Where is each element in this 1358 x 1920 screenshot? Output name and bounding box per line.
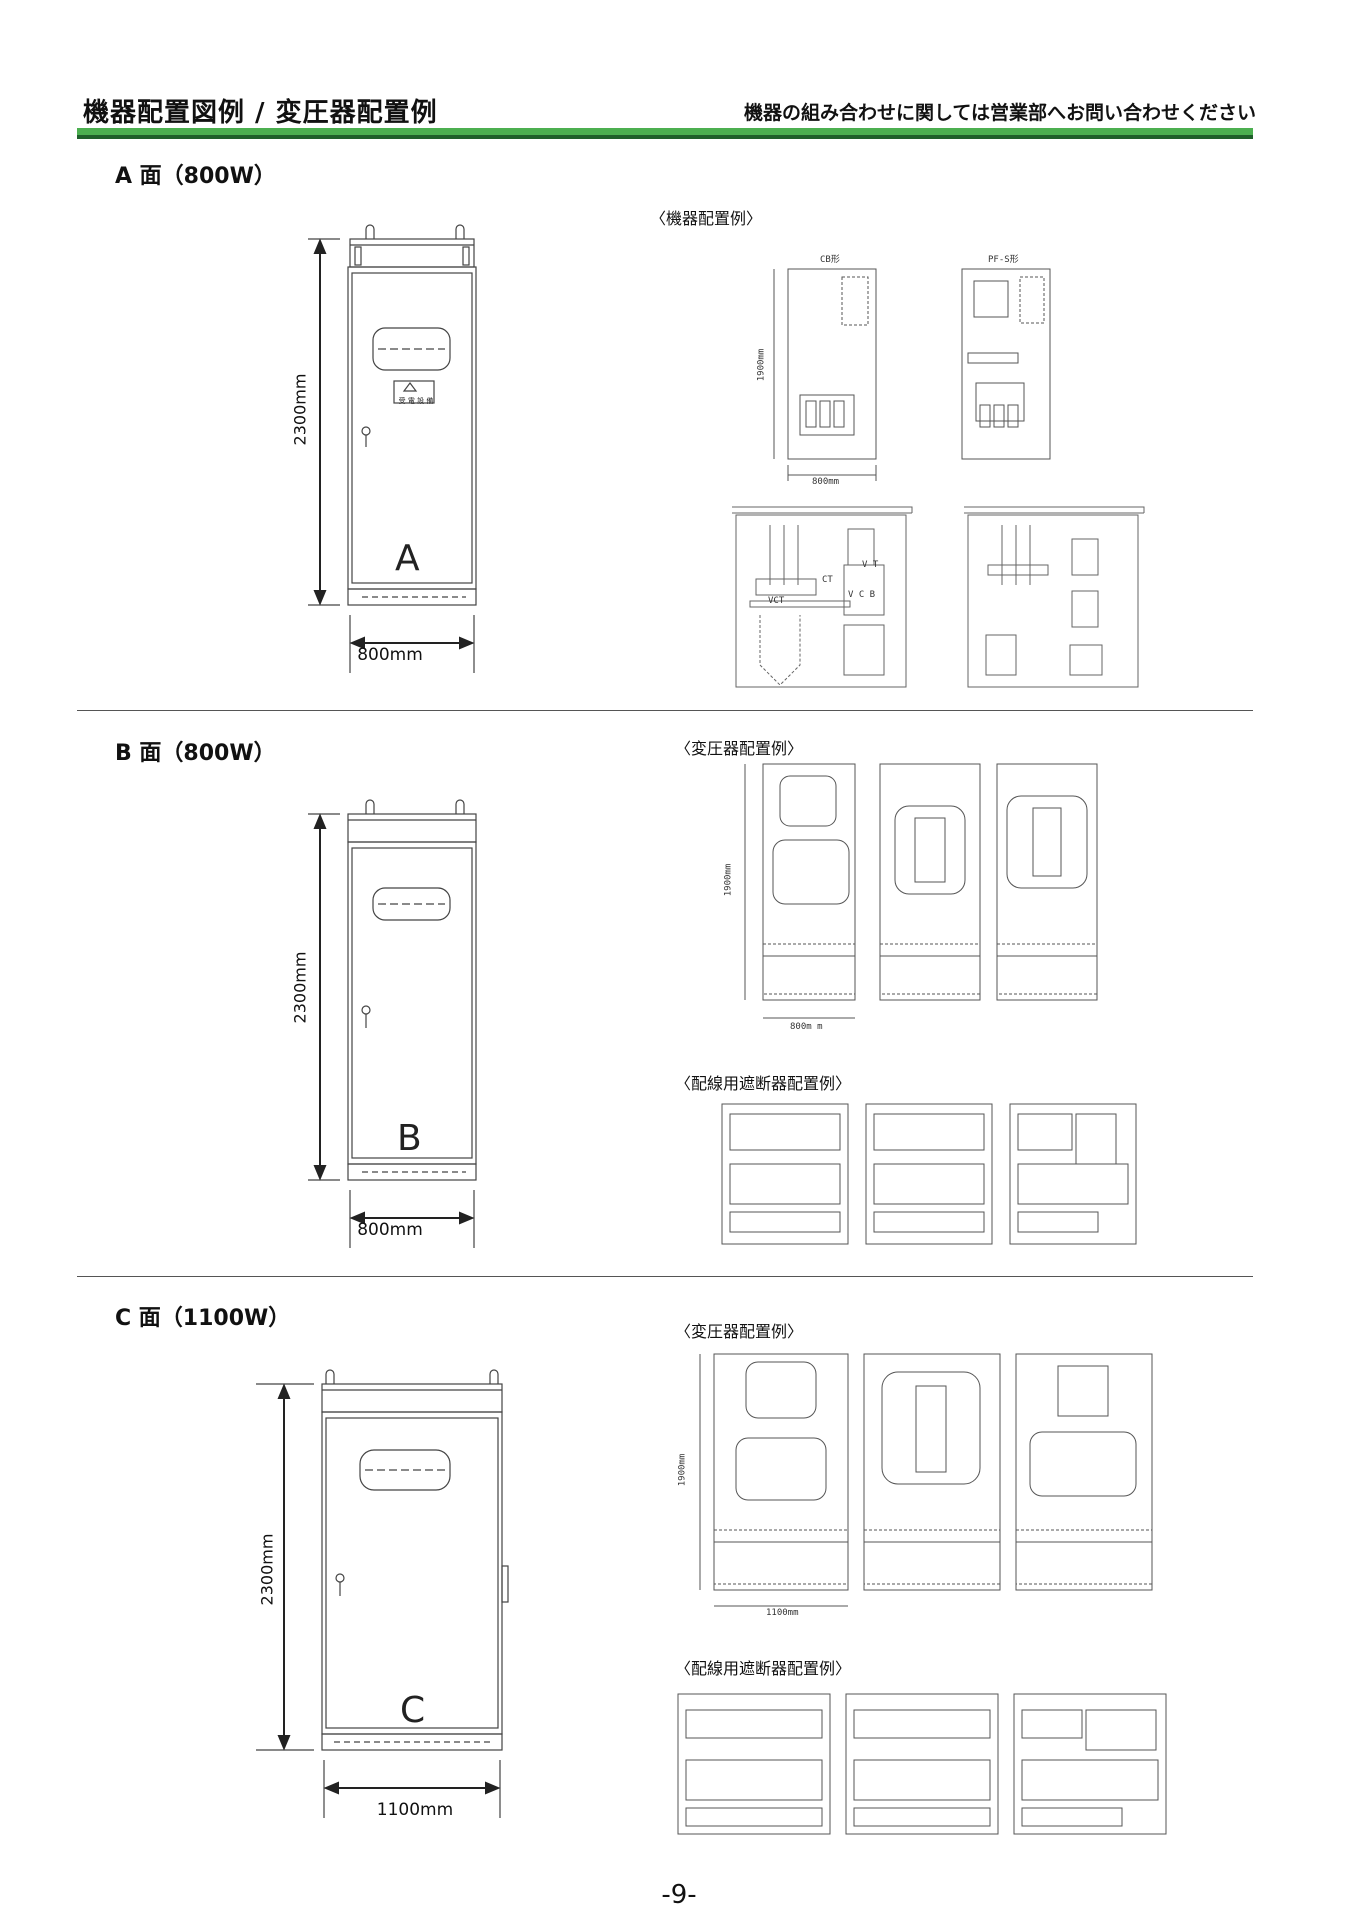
a-equipment-title: 〈機器配置例〉 [650, 209, 763, 228]
c-transformer-title: 〈変圧器配置例〉 [675, 1322, 804, 1341]
b-breaker-layouts [721, 1103, 1137, 1245]
b-inner-width: 800m m [790, 1022, 823, 1032]
b-transformer-title: 〈変圧器配置例〉 [675, 739, 804, 758]
c-breaker-layouts [677, 1693, 1167, 1835]
vt-label: V T [862, 560, 879, 570]
c-width-dimension: 1100mm [376, 1800, 454, 1820]
b-transformer-layouts [744, 763, 1098, 1019]
page-title: 機器配置図例 / 変圧器配置例 [83, 98, 438, 128]
c-transformer-layouts [699, 1353, 1153, 1607]
cb-type-drawing [773, 268, 877, 481]
ct-label: CT [822, 575, 833, 585]
separator-b-c [77, 1276, 1253, 1277]
c-height-dimension: 2300mm [257, 1533, 277, 1606]
c-breaker-title: 〈配線用遮断器配置例〉 [675, 1659, 852, 1678]
pfs-side-view [964, 506, 1145, 688]
c-inner-width: 1100mm [766, 1608, 799, 1618]
section-b-heading: B 面（800W） [115, 741, 276, 766]
cb-type-label: CB形 [820, 255, 840, 265]
b-panel-letter: B [397, 1118, 422, 1159]
pfs-type-label: PF-S形 [988, 255, 1019, 265]
panel-b-drawing [308, 799, 477, 1248]
panel-a-drawing [308, 224, 477, 673]
panel-c-drawing [256, 1369, 509, 1818]
cb-side-view [732, 506, 913, 688]
section-c-heading: C 面（1100W） [115, 1306, 291, 1331]
header-bar-green [77, 128, 1253, 135]
c-inner-height: 1900mm [677, 1453, 688, 1487]
page-number: -9- [661, 1880, 697, 1910]
a-warning-label: 受 電 設 備 [398, 397, 434, 405]
b-breaker-title: 〈配線用遮断器配置例〉 [675, 1074, 852, 1093]
header-bar-dark [77, 135, 1253, 139]
vct-label-a: VCT [768, 596, 785, 606]
pfs-type-drawing [961, 268, 1051, 460]
b-inner-height: 1900mm [723, 863, 734, 897]
a-height-dimension: 2300mm [290, 373, 310, 446]
cb-inner-width: 800mm [812, 477, 840, 487]
cb-inner-height: 1900mm [756, 348, 767, 382]
b-width-dimension: 800mm [357, 1220, 423, 1240]
vcb-label: V C B [848, 590, 876, 600]
a-panel-letter: A [395, 538, 420, 579]
c-panel-letter: C [400, 1690, 426, 1731]
section-a-heading: A 面（800W） [115, 164, 276, 189]
header-note: 機器の組み合わせに関しては営業部へお問い合わせください [743, 102, 1256, 124]
separator-a-b [77, 710, 1253, 711]
b-height-dimension: 2300mm [290, 951, 310, 1024]
a-width-dimension: 800mm [357, 645, 423, 665]
